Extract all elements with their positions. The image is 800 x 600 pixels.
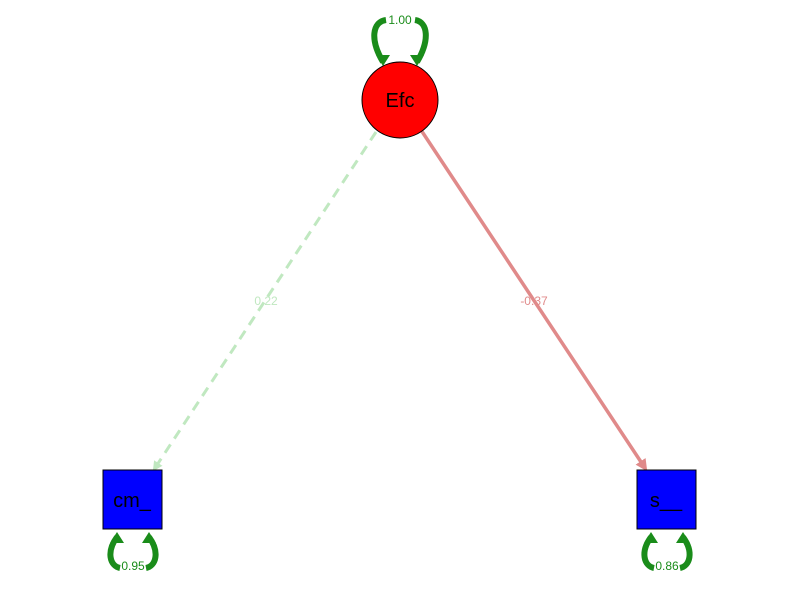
node-efc-circle: [361, 61, 439, 139]
variance-loop-efc-arrow-right: [410, 55, 424, 66]
node-latent-efc: 1.00 Efc: [361, 13, 439, 139]
node-s-label: s__: [650, 490, 683, 512]
edge-efc-to-cm-label: 0.22: [254, 294, 278, 308]
node-cm-label: cm_: [113, 490, 152, 512]
node-s-box: [636, 469, 697, 530]
variance-loop-cm-arrow-left: [110, 532, 124, 543]
variance-label-s: 0.86: [655, 559, 679, 573]
variance-loop-efc-arrow-left: [376, 55, 390, 66]
edge-efc-to-s-label: -0.37: [520, 294, 548, 308]
node-cm-box: [102, 469, 163, 530]
variance-loop-cm-arrow-right: [142, 532, 156, 543]
edge-efc-to-s: -0.37: [419, 129, 648, 472]
variance-label-efc: 1.00: [388, 13, 412, 27]
edge-efc-to-s-line: [419, 129, 648, 472]
variance-loop-s-arrow-right: [676, 532, 690, 543]
node-observed-s: s__ 0.86: [636, 469, 697, 573]
node-observed-cm: cm_ 0.95: [102, 469, 163, 573]
node-efc-label: Efc: [386, 90, 415, 112]
variance-loop-s-arrow-left: [644, 532, 658, 543]
variance-label-cm: 0.95: [121, 559, 145, 573]
edge-efc-to-cm: 0.22: [152, 131, 378, 472]
